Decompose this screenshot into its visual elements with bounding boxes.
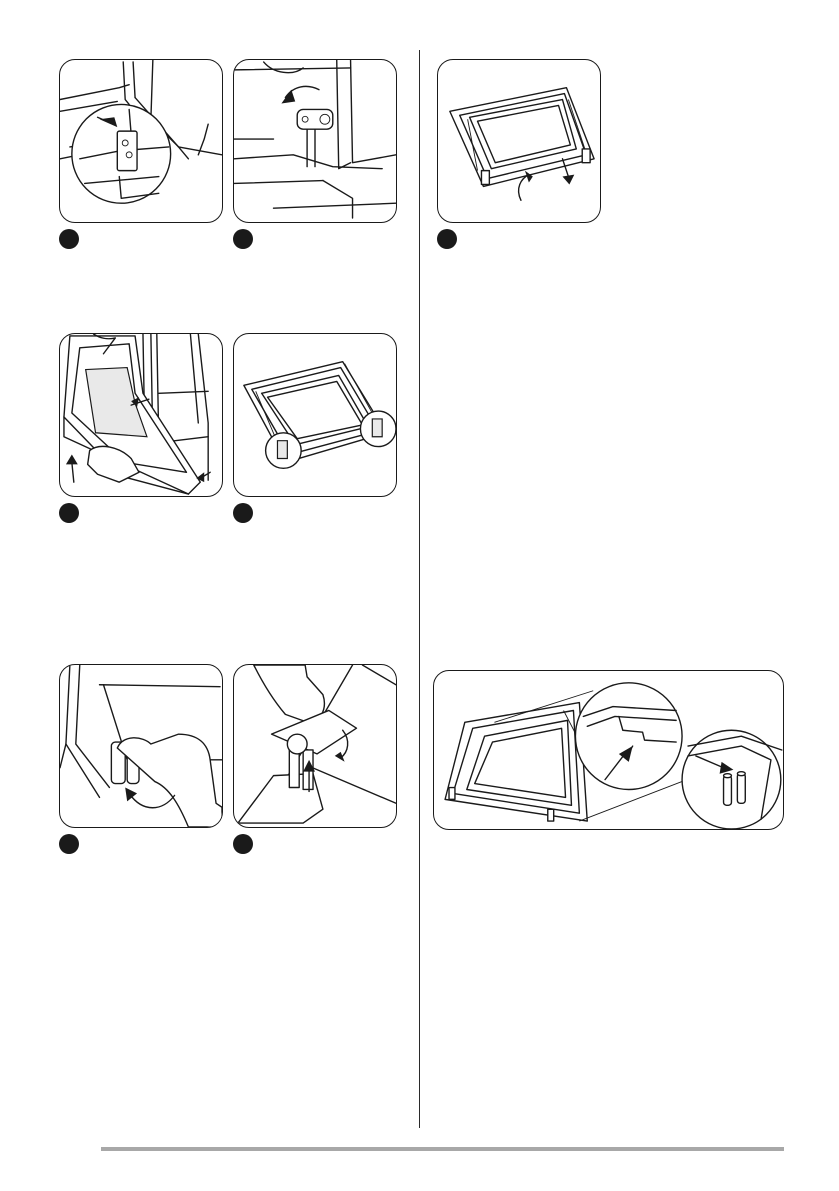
step-marker-7 bbox=[233, 834, 253, 854]
figure-hinge-lever bbox=[59, 59, 223, 223]
step-marker-4 bbox=[59, 503, 79, 523]
column-divider bbox=[419, 50, 420, 1128]
panel-reassembly-icon bbox=[434, 671, 783, 829]
panel-clips-icon bbox=[234, 334, 396, 496]
door-lift-icon bbox=[60, 334, 222, 496]
step-marker-2 bbox=[233, 229, 253, 249]
glass-panel-icon bbox=[438, 60, 600, 222]
clip-turn-icon bbox=[60, 665, 222, 827]
footer-rule bbox=[101, 1147, 784, 1151]
figure-glass-panel bbox=[437, 59, 601, 223]
step-marker-1 bbox=[59, 229, 79, 249]
figure-hinge-rotate bbox=[233, 59, 397, 223]
step-marker-5 bbox=[233, 503, 253, 523]
figure-clip-lift bbox=[233, 664, 397, 828]
figure-panel-reassembly bbox=[433, 670, 784, 830]
figure-panel-clips bbox=[233, 333, 397, 497]
hinge-rotate-icon bbox=[234, 60, 396, 222]
clip-lift-icon bbox=[234, 665, 396, 827]
step-marker-6 bbox=[59, 834, 79, 854]
hinge-lever-icon bbox=[60, 60, 222, 222]
step-marker-3 bbox=[437, 229, 457, 249]
figure-door-lift bbox=[59, 333, 223, 497]
figure-clip-turn bbox=[59, 664, 223, 828]
